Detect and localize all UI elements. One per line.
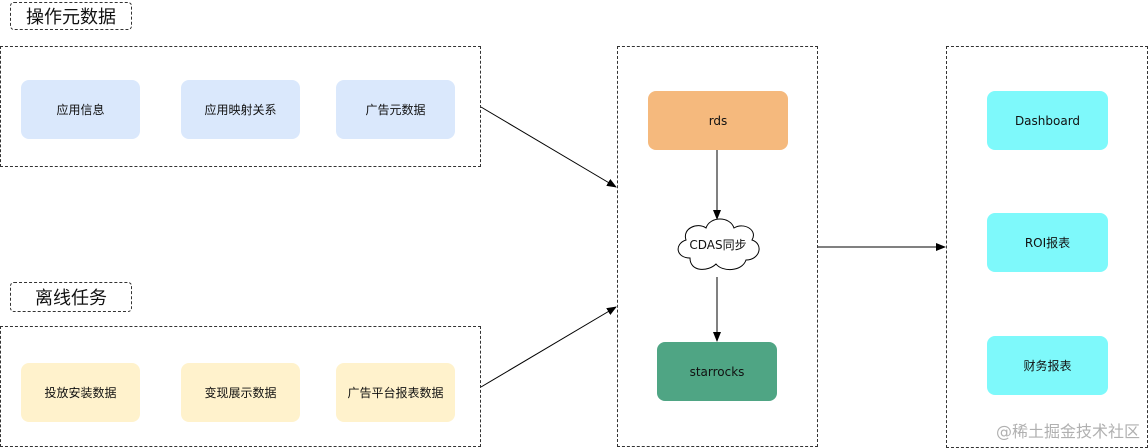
node-dashboard: Dashboard xyxy=(987,91,1108,150)
node-roi-report: ROI报表 xyxy=(987,213,1108,272)
node-starrocks: starrocks xyxy=(657,342,777,401)
node-app-mapping: 应用映射关系 xyxy=(181,80,300,139)
node-install-data: 投放安装数据 xyxy=(21,363,140,422)
cloud-shape xyxy=(677,218,760,270)
sync-label: CDAS同步 xyxy=(689,237,747,252)
arrow-metadata-to-center xyxy=(480,106,617,188)
node-rds: rds xyxy=(648,91,788,150)
node-ad-metadata: 广告元数据 xyxy=(336,80,455,139)
group-title-metadata: 操作元数据 xyxy=(10,2,132,30)
watermark: @稀土掘金技术社区 xyxy=(995,422,1140,441)
group-title-offline: 离线任务 xyxy=(10,282,132,312)
node-app-info: 应用信息 xyxy=(21,80,140,139)
node-monetization-data: 变现展示数据 xyxy=(181,363,300,422)
arrow-offline-to-center xyxy=(480,306,617,388)
node-finance-report: 财务报表 xyxy=(987,336,1108,395)
node-ad-platform-report: 广告平台报表数据 xyxy=(336,363,455,422)
